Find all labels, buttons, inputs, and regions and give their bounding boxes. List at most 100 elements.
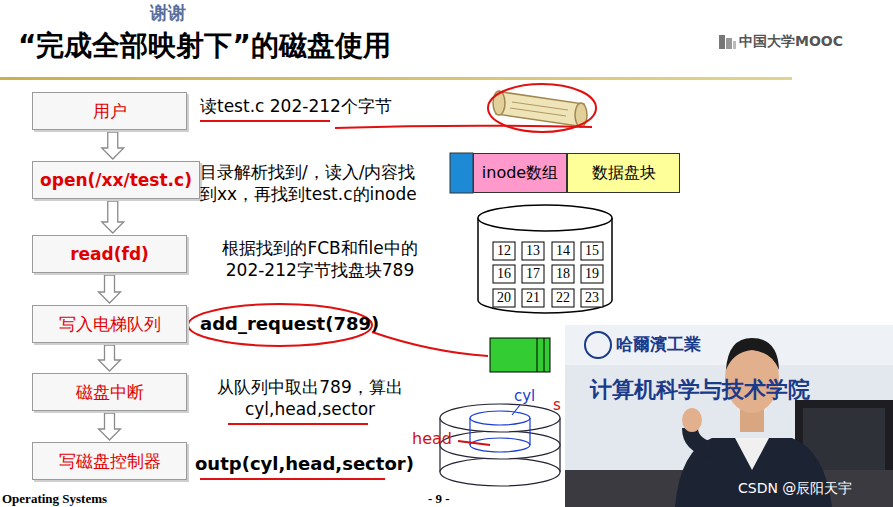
- flow-arrow: [99, 413, 121, 440]
- flow-arrow: [99, 275, 121, 303]
- inode-array-cell: inode数组: [473, 153, 567, 193]
- flow-arrow: [102, 132, 124, 159]
- video-banner-text: 哈爾濱工業: [616, 334, 701, 355]
- drawing-rect: [581, 242, 603, 260]
- mooc-icon: [719, 35, 736, 49]
- block-number: 12: [492, 242, 516, 260]
- drawing-rect: [581, 289, 603, 307]
- text-line: 根据找到的FCB和file中的: [200, 237, 440, 259]
- step-description: 从队列中取出789，算出 cyl,head,sector: [195, 376, 425, 420]
- box-label: 写入电梯队列: [59, 313, 161, 336]
- drawing-line: [512, 102, 568, 110]
- disk-platters: [440, 404, 560, 486]
- drawing-polygon: [496, 92, 584, 126]
- request-queue: [490, 338, 550, 372]
- step-box: read(fd): [32, 235, 187, 273]
- text-line: 目录解析找到/，读入/内容找: [200, 161, 462, 183]
- drawing-rect: [490, 338, 550, 372]
- step-box: open(/xx/test.c): [32, 161, 200, 199]
- flow-arrow: [102, 201, 124, 233]
- drawing-rect: [522, 265, 544, 283]
- step-box: 用户: [32, 92, 187, 130]
- step-box: 磁盘中断: [32, 373, 187, 411]
- box-label: 磁盘中断: [76, 381, 144, 404]
- drawing-ellipse: [493, 91, 505, 115]
- drawing-ellipse: [440, 404, 560, 432]
- block-number: 15: [580, 242, 604, 260]
- drawing-rect: [552, 242, 574, 260]
- step-description: 目录解析找到/，读入/内容找 到xx，再找到test.c的inode: [200, 161, 462, 205]
- drawing-rect: [726, 38, 732, 49]
- scroll-picture: [493, 91, 587, 127]
- drawing-rect: [522, 242, 544, 260]
- drawing-line: [544, 338, 545, 372]
- drawing-line: [510, 108, 566, 116]
- drawing-rect: [565, 325, 893, 507]
- drawing-path: [726, 338, 779, 370]
- block-number: 13: [521, 242, 545, 260]
- red-annotations: [188, 84, 607, 479]
- slide-title: “完成全部映射下”的磁盘使用: [18, 28, 391, 63]
- drawing-path: [470, 418, 530, 445]
- drawing-ellipse: [682, 408, 702, 432]
- box-label: 写磁盘控制器: [59, 450, 161, 473]
- drawing-ellipse: [470, 411, 530, 425]
- step-box: 写磁盘控制器: [32, 442, 187, 480]
- drawing-path: [200, 120, 330, 122]
- flow-arrow: [99, 345, 121, 371]
- drawing-path: [228, 423, 368, 425]
- data-block-cell: 数据盘块: [567, 153, 680, 193]
- block-number: 22: [551, 289, 575, 307]
- box-label: open(/xx/test.c): [40, 170, 192, 190]
- box-label: inode数组: [482, 163, 558, 184]
- video-banner-text: 计算机科学与技术学院: [590, 376, 810, 404]
- disk-part-label: s: [553, 396, 561, 415]
- overlay-text: 谢谢: [150, 2, 186, 25]
- strip-cell: [450, 153, 473, 193]
- drawing-rect: [493, 242, 515, 260]
- function-call: add_request(789): [200, 313, 379, 336]
- drawing-line: [537, 338, 538, 372]
- drawing-g: [493, 242, 603, 307]
- step-description: 根据找到的FCB和file中的 202-212字节找盘块789: [200, 237, 440, 281]
- drawing-rect: [552, 289, 574, 307]
- block-number: 17: [521, 265, 545, 283]
- text-line: 从队列中取出789，算出: [195, 376, 425, 398]
- drawing-ellipse: [440, 458, 560, 486]
- watermark: CSDN @辰阳天宇: [738, 480, 852, 498]
- function-call: outp(cyl,head,sector): [195, 453, 414, 476]
- drawing-rect: [733, 41, 736, 49]
- disk-part-label: cyl: [514, 387, 535, 406]
- lecture-video: [565, 325, 893, 507]
- footer-text: Operating Systems: [2, 491, 107, 507]
- drawing-path: [735, 438, 769, 470]
- block-number: 18: [551, 265, 575, 283]
- block-number: 23: [580, 289, 604, 307]
- drawing-ellipse: [470, 438, 530, 452]
- drawing-rect: [493, 265, 515, 283]
- text-line: 202-212字节找盘块789: [200, 259, 440, 281]
- drawing-ellipse: [478, 205, 612, 231]
- block-number: 20: [492, 289, 516, 307]
- page-number: - 9 -: [428, 491, 450, 507]
- text-line: 到xx，再找到test.c的inode: [200, 183, 462, 205]
- disk-part-label: head: [412, 429, 452, 449]
- text-line: cyl,head,sector: [195, 398, 425, 420]
- drawing-rect: [719, 35, 725, 49]
- disk-cylinder: [478, 205, 612, 313]
- step-box: 写入电梯队列: [32, 305, 187, 343]
- drawing-path: [478, 218, 612, 313]
- drawing-path: [458, 441, 490, 445]
- drawing-circle: [585, 332, 611, 358]
- drawing-path: [512, 405, 520, 415]
- drawing-rect: [522, 289, 544, 307]
- block-number: 21: [521, 289, 545, 307]
- drawing-ellipse: [440, 431, 560, 459]
- drawing-path: [335, 126, 592, 128]
- block-number: 19: [580, 265, 604, 283]
- drawing-path: [372, 332, 488, 356]
- drawing-rect: [493, 289, 515, 307]
- title-rule: [0, 77, 792, 80]
- box-label: read(fd): [70, 244, 149, 264]
